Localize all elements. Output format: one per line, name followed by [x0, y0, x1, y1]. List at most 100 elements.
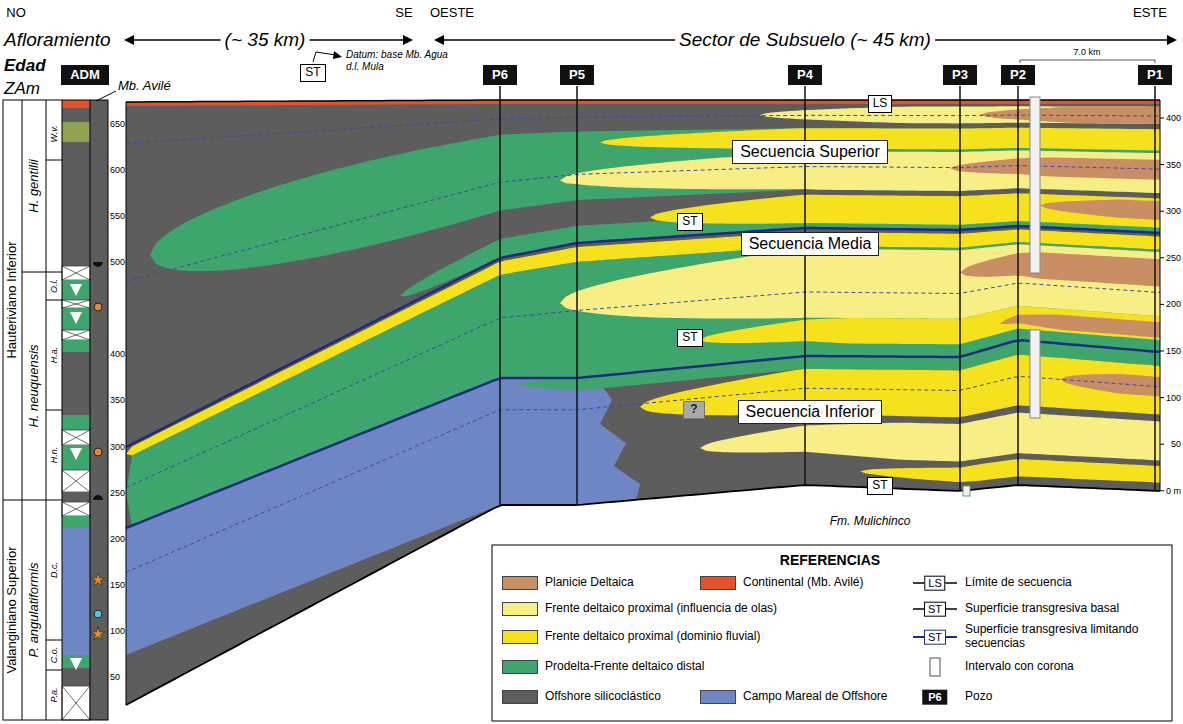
- scale-tick: [1160, 304, 1164, 305]
- scale-number: 0 m: [1166, 486, 1181, 496]
- legend-text: Pozo: [965, 690, 1165, 704]
- node-text: P5: [569, 67, 585, 82]
- subzone-label: H.n.: [49, 447, 59, 464]
- column-header: Edad: [4, 56, 46, 76]
- facies-body: [700, 306, 1160, 344]
- legend-swatch: [502, 602, 538, 616]
- internal-surface: [126, 115, 1160, 143]
- well-box: P3: [943, 65, 977, 86]
- lithology-band: [62, 100, 90, 108]
- continental-band: [126, 100, 1160, 106]
- facies-body: [960, 252, 1160, 286]
- lithology-band: [62, 430, 90, 445]
- facies-body: [980, 106, 1160, 123]
- compass-label: ESTE: [1133, 6, 1167, 21]
- scale-tick: [1160, 397, 1164, 398]
- section-title: Afloramiento: [4, 29, 111, 51]
- scale-number: 100: [1166, 392, 1181, 402]
- leader-line: [96, 91, 116, 101]
- lithology-band: [62, 142, 90, 266]
- surface-tag: ST: [300, 64, 325, 82]
- legend-text: Frente deltaico proximal (dominio fluvia…: [545, 630, 760, 644]
- legend-text: Prodelta-Frente deltaico distal: [545, 660, 704, 674]
- lithology-band: [62, 330, 90, 340]
- legend-swatch: [502, 690, 538, 704]
- scale-number: 400: [1166, 113, 1181, 123]
- lithology-band: [62, 122, 90, 142]
- column-header: ZAm: [4, 79, 40, 99]
- scale-number: 650: [110, 119, 125, 129]
- well-line: [1017, 86, 1019, 485]
- scale-number: 500: [110, 257, 125, 267]
- scale-bracket: [1020, 60, 1155, 63]
- surface-tag: ST: [677, 213, 702, 231]
- member-label: Mb. Avilé: [118, 79, 171, 94]
- internal-surface: [126, 166, 1160, 282]
- scale-tick: [1160, 164, 1164, 165]
- lithology-band: [62, 308, 90, 330]
- legend-sample-box: ST: [924, 602, 946, 617]
- facies-body: [126, 242, 1160, 526]
- internal-surface: [126, 283, 1160, 487]
- legend-text: Continental (Mb. Avilé): [743, 576, 864, 590]
- column-divider: [46, 300, 62, 301]
- subzone-label: H.a.: [49, 347, 59, 364]
- subzone-label: O.l.: [49, 279, 59, 293]
- facies-body: [1040, 200, 1160, 220]
- internal-surface: [126, 377, 1160, 573]
- scale-tick: [1160, 118, 1164, 119]
- scale-number: 250: [1166, 253, 1181, 263]
- scale-number: 300: [1166, 206, 1181, 216]
- marker-symbol: [93, 495, 103, 500]
- surface-tag: ST: [677, 329, 702, 347]
- scale-number: 600: [110, 165, 125, 175]
- lithology-band: [62, 502, 90, 516]
- node-text: P2: [1010, 67, 1026, 82]
- datum-arrow: [313, 52, 336, 62]
- scale-number: 200: [110, 534, 125, 544]
- legend-panel: [492, 545, 1172, 721]
- well-line: [959, 86, 961, 491]
- legend-swatch: [700, 690, 736, 704]
- arrow-head: [434, 35, 444, 45]
- facies-body: [400, 211, 1160, 296]
- covered-mark: [62, 470, 90, 492]
- covered-mark: [62, 300, 90, 308]
- section-edge: [126, 102, 127, 705]
- legend-text: Campo Mareal de Offshore: [743, 690, 888, 704]
- lithology-band: [62, 516, 90, 528]
- column-frame: [3, 100, 108, 720]
- log-column: [90, 100, 108, 720]
- well-line: [576, 86, 578, 505]
- distance-label: (~ 35 km): [221, 29, 310, 51]
- stage-label: Valanginiano Superior: [5, 547, 20, 674]
- node-text: ST: [305, 65, 320, 79]
- scale-number: 300: [110, 442, 125, 452]
- sequence-box: Secuencia Media: [741, 232, 880, 256]
- stage-label: Hauteriviano Inferior: [5, 241, 20, 358]
- lithology-band: [62, 266, 90, 280]
- legend-core-sample: [930, 658, 940, 676]
- node-text: ST: [682, 330, 697, 344]
- well-box: ADM: [61, 65, 109, 86]
- compass-label: SE: [395, 6, 412, 21]
- sequence-box: Secuencia Superior: [732, 140, 888, 164]
- zone-label: P. angulatiformis: [27, 562, 42, 657]
- legend-text: Planicie Deltaica: [545, 576, 634, 590]
- lithology-band: [62, 668, 90, 686]
- arrow-head: [124, 35, 134, 45]
- column-divider: [22, 272, 62, 273]
- lithology-band: [62, 415, 90, 430]
- arrow-head: [1167, 35, 1177, 45]
- column-divider: [3, 500, 62, 501]
- legend-sample-box: LS: [924, 576, 945, 591]
- zone-label: H. gentilii: [27, 159, 42, 212]
- node-text: P3: [952, 67, 968, 82]
- covered-mark: [62, 430, 90, 445]
- legend-sample-box: ST: [924, 630, 946, 645]
- well-line: [499, 86, 501, 505]
- covered-mark: [62, 266, 90, 280]
- surface-tag: LS: [868, 95, 893, 113]
- scale-tick: [1160, 444, 1164, 445]
- well-line: [1154, 86, 1156, 491]
